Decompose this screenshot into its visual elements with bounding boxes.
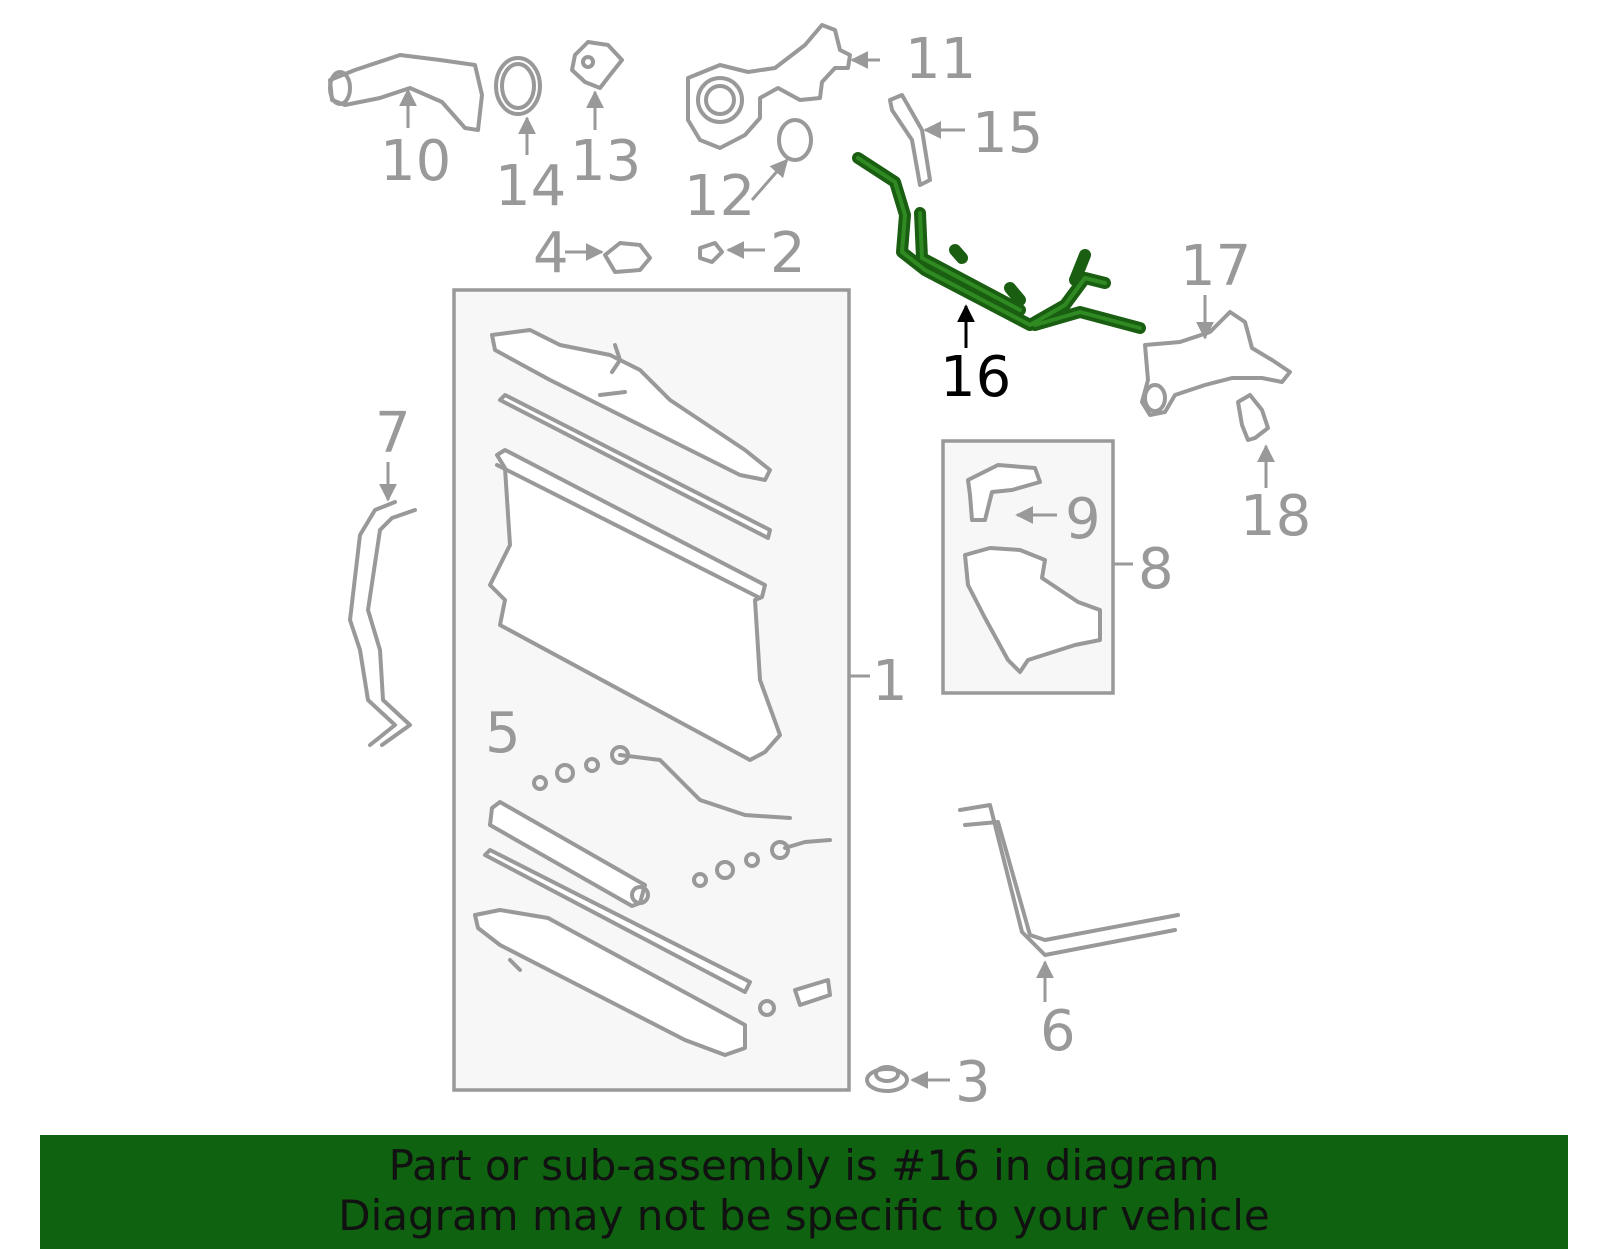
oil-cooler-line-lower [692,838,832,888]
radiator-hose-part-7 [348,462,417,747]
parts-diagram: 1 2 3 4 5 6 7 8 9 10 11 12 13 14 15 16 1… [328,23,1311,1115]
hose-part-15 [888,93,965,187]
radiator-seal-upper [498,393,772,540]
thermostat-part-13 [570,40,624,130]
callout-18: 18 [1240,484,1311,549]
drain-plug [758,978,832,1017]
drain-tube [488,800,650,908]
callout-17: 17 [1180,234,1251,299]
radiator-cap-part-4 [565,241,652,274]
callout-15: 15 [972,101,1043,166]
grommet-part-3 [865,1065,950,1093]
reservoir-box [941,439,1133,695]
footer-line-2: Diagram may not be specific to your vehi… [338,1191,1270,1240]
housing-part-17 [1140,295,1292,417]
radiator-core [488,448,782,762]
gasket-part-14 [494,56,542,155]
callout-3: 3 [955,1050,991,1115]
radiator-seal-lower [483,848,752,994]
callout-7: 7 [375,401,411,466]
sensor-part-18 [1236,393,1275,488]
callout-12: 12 [684,164,755,229]
oil-cooler-line-upper [532,745,792,820]
callout-6: 6 [1040,999,1076,1064]
callout-1: 1 [872,649,908,714]
water-outlet-part-11 [686,23,880,150]
gasket-part-12 [750,118,813,201]
callout-9: 9 [1065,487,1101,552]
footer-line-1: Part or sub-assembly is #16 in diagram [388,1141,1220,1190]
callout-4: 4 [533,221,569,286]
callout-14: 14 [495,154,566,219]
callout-16: 16 [940,345,1011,410]
callout-11: 11 [905,27,976,92]
callout-13: 13 [570,129,641,194]
water-inlet-part-10 [328,53,484,132]
footer-banner: Part or sub-assembly is #16 in diagram D… [40,1135,1568,1249]
water-pipe-part-16 [852,152,1146,348]
callout-8: 8 [1138,537,1174,602]
radiator-hose-part-6 [958,803,1180,1002]
callout-5: 5 [485,701,521,766]
radiator-lower-tank [473,908,747,1057]
clip-part-2 [698,241,765,264]
callout-10: 10 [380,129,451,194]
callout-2: 2 [770,221,806,286]
radiator-upper-tank [490,328,772,482]
